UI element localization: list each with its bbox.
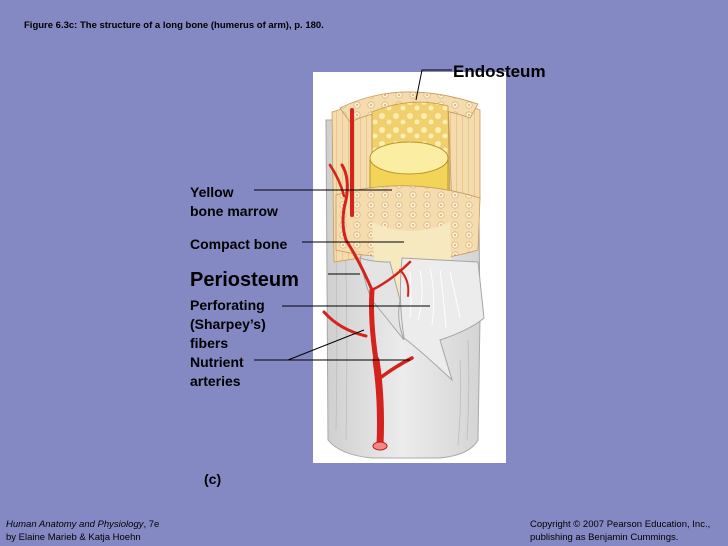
leader-lines xyxy=(254,69,452,361)
label-yellow-line-1: Yellow xyxy=(190,184,234,200)
label-nutrient-line-2: arteries xyxy=(190,373,241,389)
blood-vessels xyxy=(322,108,414,449)
footer-publisher: publishing as Benjamin Cummings. xyxy=(530,532,679,543)
leader-endosteum xyxy=(415,69,452,101)
panel-label: (c) xyxy=(204,471,222,487)
footer-edition: , 7e xyxy=(143,519,160,530)
label-compact-bone: Compact bone xyxy=(190,236,288,252)
footer-copyright: Copyright © 2007 Pearson Education, Inc.… xyxy=(530,519,711,530)
figure-title: Figure 6.3c: The structure of a long bon… xyxy=(24,20,324,31)
artery-lumen xyxy=(372,441,388,451)
footer-book-line: Human Anatomy and Physiology, 7e xyxy=(6,518,159,531)
label-periosteum: Periosteum xyxy=(190,269,299,291)
label-yellow-bone-marrow: Yellow bone marrow xyxy=(190,183,278,221)
perforating-fibers xyxy=(409,267,461,329)
label-nutrient-line-1: Nutrient xyxy=(190,354,244,370)
footer-copyright-block: Copyright © 2007 Pearson Education, Inc.… xyxy=(530,518,710,544)
label-perforating-line-2: (Sharpey’s) xyxy=(190,316,266,332)
periosteum-flap-left xyxy=(359,257,405,341)
label-yellow-line-2: bone marrow xyxy=(190,203,278,219)
footer-book-title: Human Anatomy and Physiology xyxy=(6,519,144,530)
footer-authors: by Elaine Marieb & Katja Hoehn xyxy=(6,532,141,543)
label-endosteum: Endosteum xyxy=(453,62,546,81)
footer-citation: Human Anatomy and Physiology, 7e by Elai… xyxy=(6,518,159,544)
label-perforating-line-1: Perforating xyxy=(190,297,265,313)
periosteum-flap-right xyxy=(399,257,485,382)
label-nutrient-arteries: Nutrient arteries xyxy=(190,353,244,391)
label-perforating-fibers: Perforating (Sharpey’s) fibers xyxy=(190,296,266,353)
label-perforating-line-3: fibers xyxy=(190,335,229,351)
